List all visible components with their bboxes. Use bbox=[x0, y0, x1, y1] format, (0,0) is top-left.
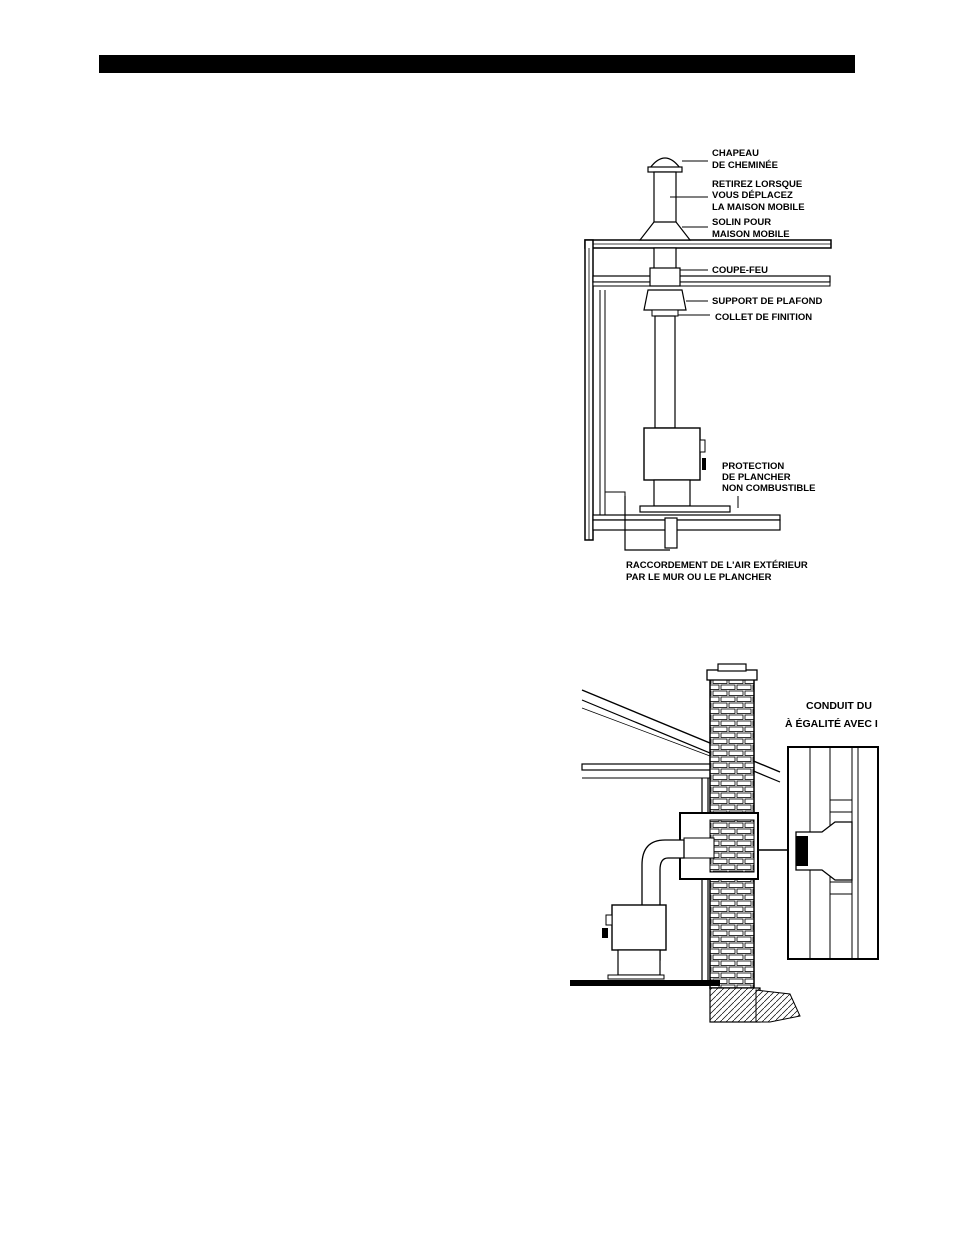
ceiling bbox=[592, 275, 831, 283]
masonry-chimney-svg: CONDUIT DU À ÉGALITÉ AVEC I bbox=[570, 663, 879, 1023]
label-trim-collar: COLLET DE FINITION bbox=[715, 312, 812, 323]
label-protection-line1: PROTECTION bbox=[722, 461, 784, 472]
foundation bbox=[709, 987, 761, 1023]
firestop bbox=[649, 267, 681, 287]
chimney-pipe-upper bbox=[653, 171, 677, 228]
label-outside-air-line1: RACCORDEMENT DE L'AIR EXTÉRIEUR bbox=[626, 560, 808, 571]
outside-air-duct bbox=[664, 517, 678, 549]
label-remove-line3: LA MAISON MOBILE bbox=[712, 202, 805, 213]
label-remove-when-moving: RETIREZ LORSQUE VOUS DÉPLACEZ LA MAISON … bbox=[712, 179, 805, 213]
label-flashing-line1: SOLIN POUR bbox=[712, 217, 771, 228]
label-remove-line1: RETIREZ LORSQUE bbox=[712, 179, 802, 190]
masonry-chimney-diagram: CONDUIT DU À ÉGALITÉ AVEC I bbox=[560, 660, 880, 1030]
label-flashing-line2: MAISON MOBILE bbox=[712, 229, 790, 240]
chimney-crown bbox=[717, 663, 747, 672]
label-outside-air-line2: PAR LE MUR OU LE PLANCHER bbox=[626, 572, 772, 583]
label-chimney-cap: CHAPEAU DE CHEMINÉE bbox=[712, 148, 778, 171]
label-protection-line2: DE PLANCHER bbox=[722, 472, 791, 483]
label-flush-line1: CONDUIT DU bbox=[806, 700, 872, 712]
flashing bbox=[638, 221, 692, 241]
label-firestop: COUPE-FEU bbox=[712, 265, 768, 276]
ceiling-support bbox=[643, 289, 687, 311]
label-cap-line2: DE CHEMINÉE bbox=[712, 160, 778, 171]
label-flush-line2: À ÉGALITÉ AVEC I bbox=[785, 717, 878, 730]
label-floor-protection: PROTECTION DE PLANCHER NON COMBUSTIBLE bbox=[722, 461, 815, 494]
mobile-home-svg: CHAPEAU DE CHEMINÉE RETIREZ LORSQUE VOUS… bbox=[584, 148, 832, 583]
label-flush-flue: CONDUIT DU À ÉGALITÉ AVEC I bbox=[785, 700, 878, 730]
stove-pipe bbox=[654, 315, 676, 429]
mobile-home-installation-diagram: CHAPEAU DE CHEMINÉE RETIREZ LORSQUE VOUS… bbox=[560, 140, 860, 590]
ceiling bbox=[581, 763, 713, 771]
label-protection-line3: NON COMBUSTIBLE bbox=[722, 483, 815, 494]
stove bbox=[643, 427, 701, 481]
label-flashing: SOLIN POUR MAISON MOBILE bbox=[712, 217, 790, 240]
label-ceiling-support: SUPPORT DE PLAFOND bbox=[712, 296, 822, 307]
floor bbox=[570, 980, 720, 986]
floor bbox=[592, 514, 781, 521]
label-cap-line1: CHAPEAU bbox=[712, 148, 759, 159]
stove bbox=[611, 904, 667, 951]
label-remove-line2: VOUS DÉPLACEZ bbox=[712, 190, 793, 201]
floor-protection bbox=[639, 505, 731, 513]
label-outside-air: RACCORDEMENT DE L'AIR EXTÉRIEUR PAR LE M… bbox=[626, 560, 810, 583]
header-bar bbox=[99, 55, 855, 73]
